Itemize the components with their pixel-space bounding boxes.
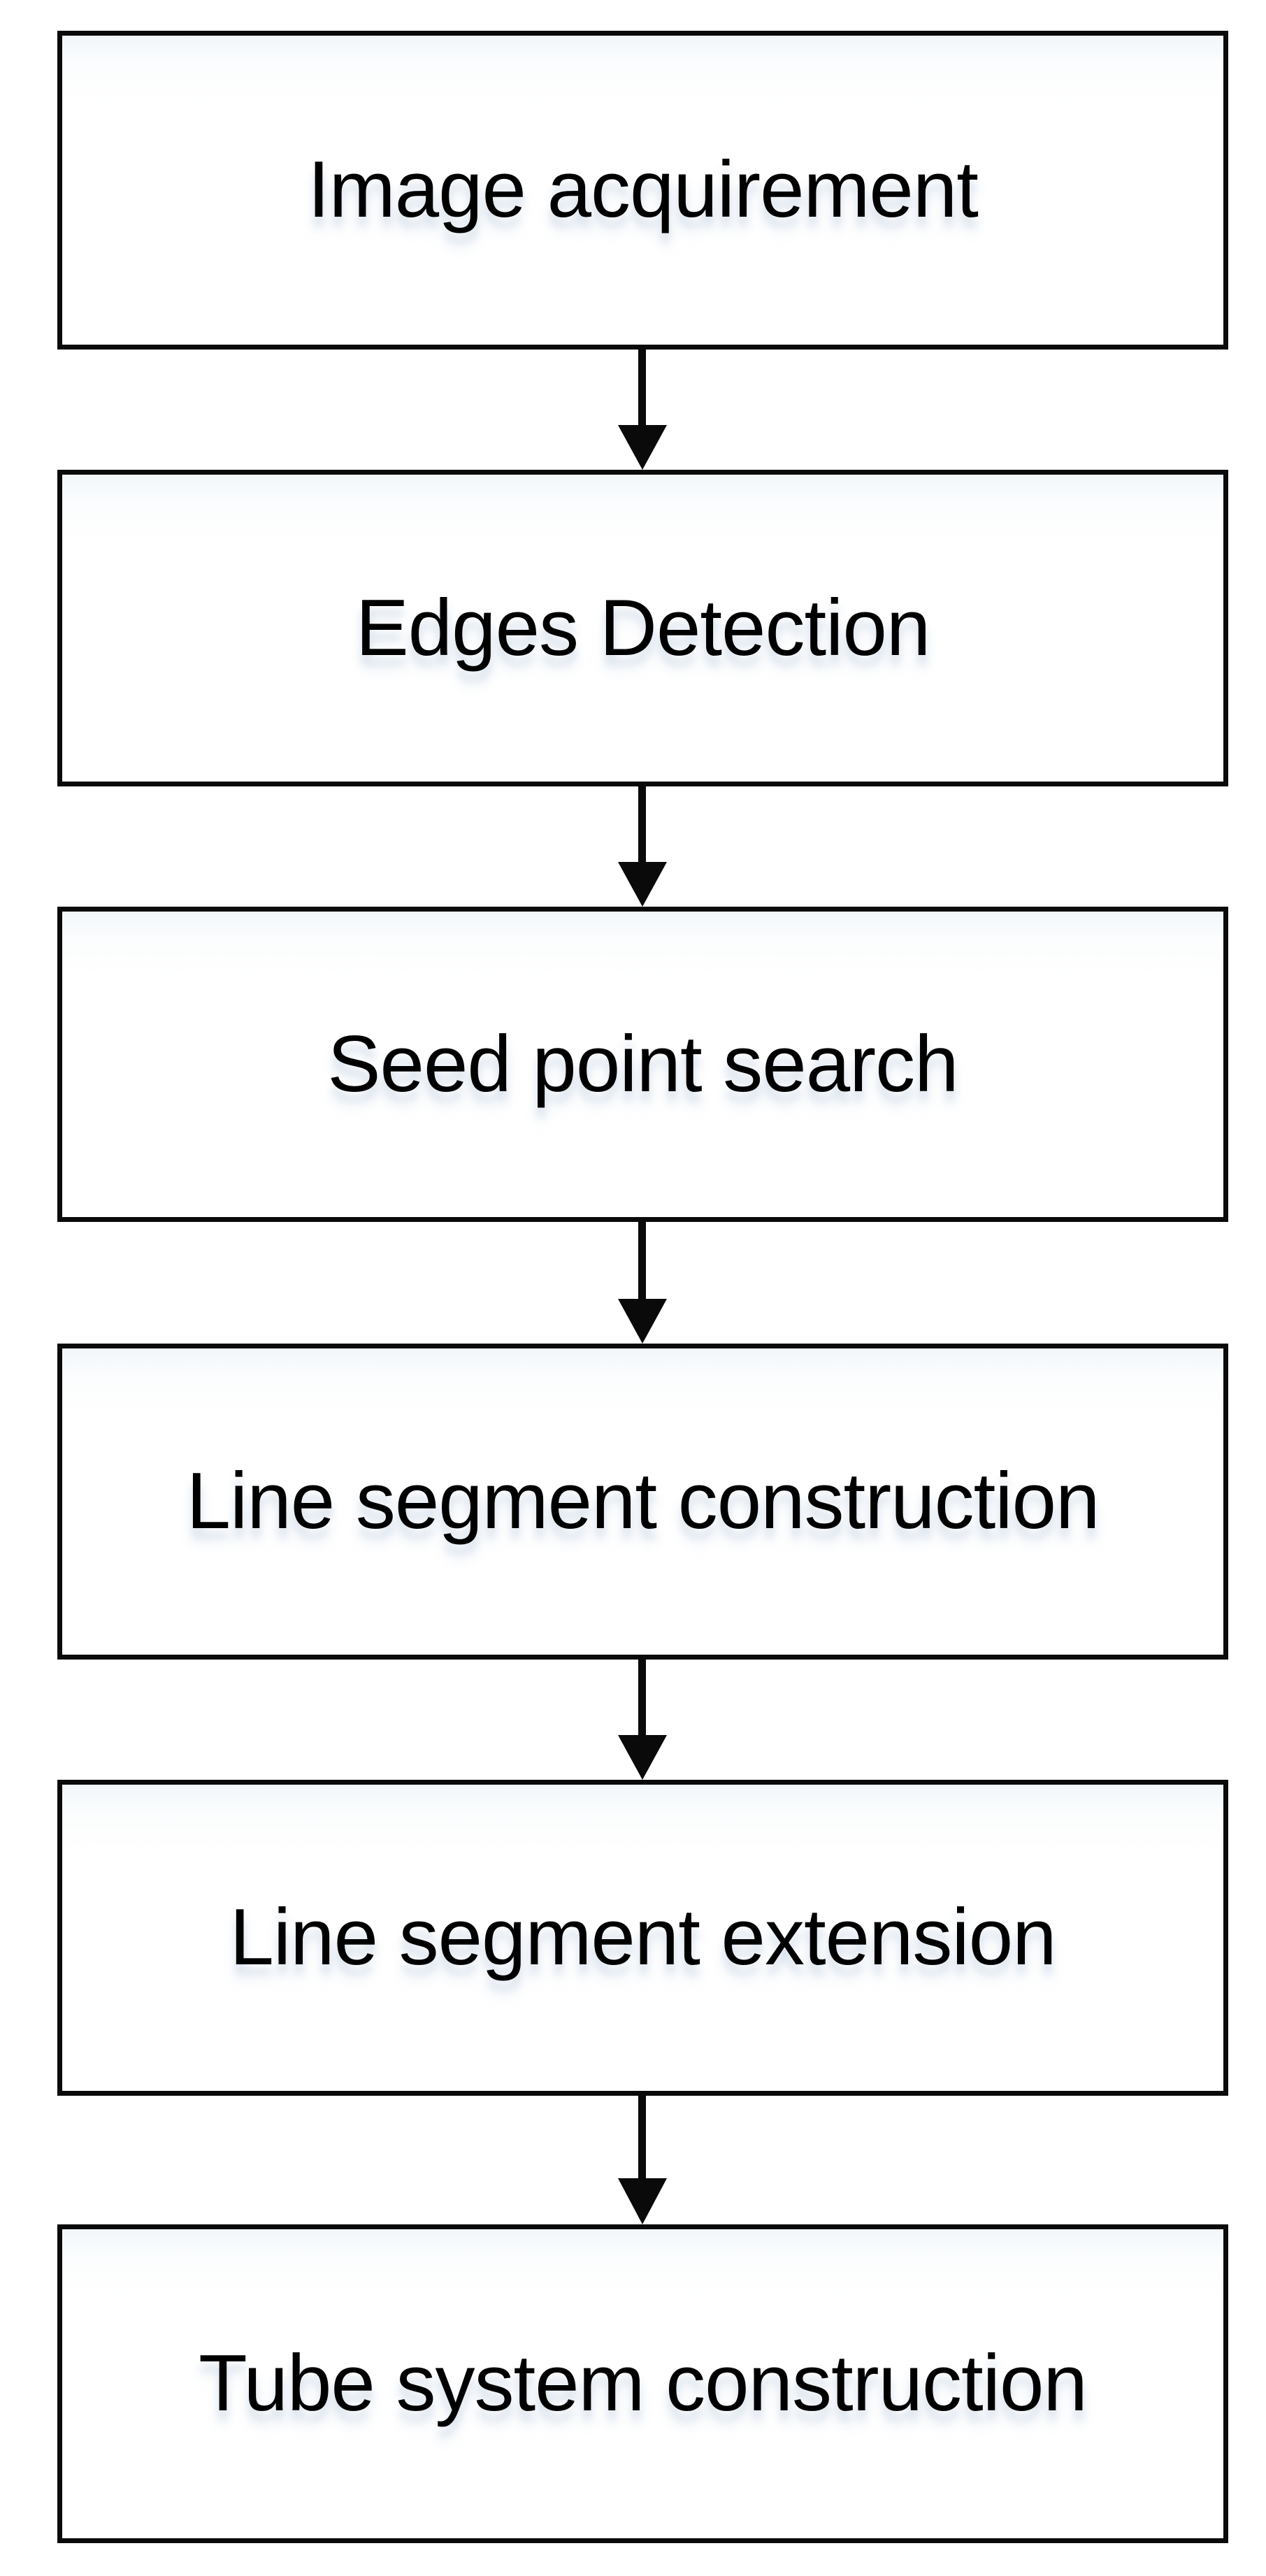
flow-node-edges-detection[interactable]: Edges Detection: [57, 470, 1228, 786]
arrow-shaft-icon: [638, 2096, 646, 2180]
flow-node-line-segment-construction[interactable]: Line segment construction: [57, 1344, 1228, 1660]
flow-node-tube-system-construction[interactable]: Tube system construction: [57, 2224, 1228, 2543]
arrow-shaft-icon: [638, 350, 646, 426]
arrow-shaft-icon: [638, 786, 646, 863]
flow-node-label: Tube system construction: [199, 2339, 1088, 2429]
flow-node-label: Line segment construction: [186, 1457, 1100, 1546]
flow-node-label: Edges Detection: [355, 583, 931, 672]
flow-node-label: Line segment extension: [229, 1893, 1056, 1983]
flow-arrow-5: [0, 2096, 1266, 2224]
flow-arrow-3: [0, 1222, 1266, 1344]
flow-node-label: Image acquirement: [308, 145, 979, 235]
flow-node-seed-point-search[interactable]: Seed point search: [57, 907, 1228, 1222]
arrow-head-icon: [618, 862, 667, 907]
flow-arrow-2: [0, 786, 1266, 907]
flow-arrow-4: [0, 1660, 1266, 1780]
flow-node-line-segment-extension[interactable]: Line segment extension: [57, 1780, 1228, 2096]
arrow-head-icon: [618, 1735, 667, 1780]
flow-node-image-acquirement[interactable]: Image acquirement: [57, 31, 1228, 350]
arrow-shaft-icon: [638, 1222, 646, 1300]
flow-node-label: Seed point search: [327, 1019, 959, 1109]
arrow-shaft-icon: [638, 1660, 646, 1736]
arrow-head-icon: [618, 1299, 667, 1344]
flow-arrow-1: [0, 350, 1266, 470]
arrow-head-icon: [618, 425, 667, 470]
arrow-head-icon: [618, 2178, 667, 2224]
